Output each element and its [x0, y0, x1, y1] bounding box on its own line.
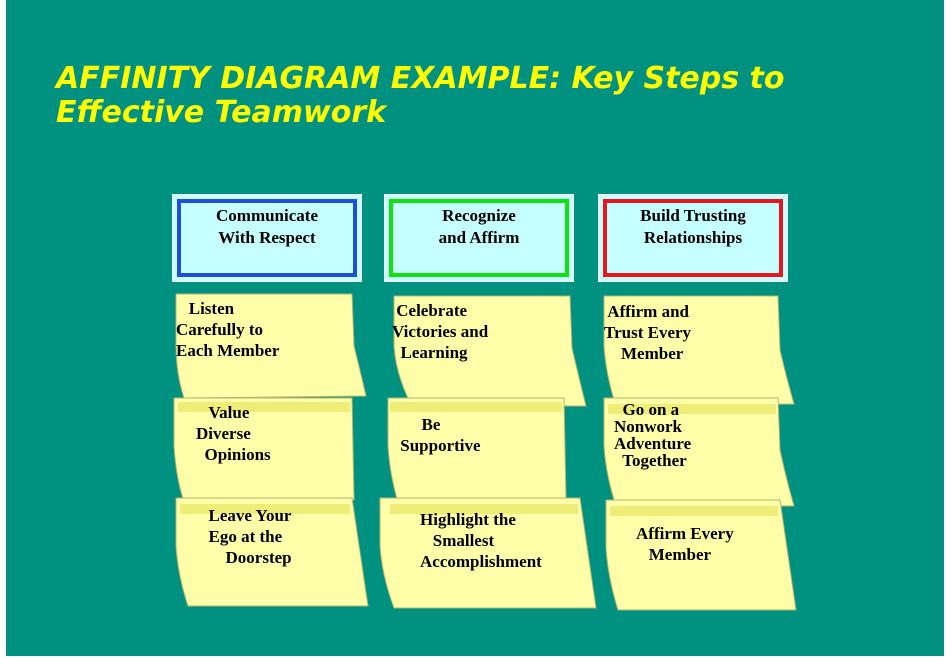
note-text: Be Supportive: [400, 415, 481, 455]
header-build-trusting-relationships: Build Trusting Relationships: [598, 194, 788, 282]
note-text: Leave Your Ego at the Doorstep: [208, 506, 292, 567]
header-border: [389, 199, 569, 277]
note-text: Listen Carefully to Each Member: [176, 299, 280, 360]
header-recognize-and-affirm: Recognize and Affirm: [384, 194, 574, 282]
note-text: Highlight the Smallest Accomplishment: [420, 510, 542, 571]
note-shape: [603, 295, 795, 407]
note-text: Value Diverse Opinions: [196, 403, 271, 464]
note-text: Celebrate Victories and Learning: [392, 301, 489, 362]
header-label: Recognize and Affirm: [438, 206, 520, 247]
header-border: [177, 199, 357, 277]
note-shape: [393, 295, 587, 407]
note-shape: [603, 397, 795, 507]
slide: AFFINITY DIAGRAM EXAMPLE: Key Steps to E…: [6, 0, 944, 656]
header-label: Communicate With Respect: [216, 206, 318, 247]
note-shape: [175, 293, 367, 399]
note-text: Affirm and Trust Every Member: [604, 302, 692, 363]
note-text: Go on a Nonwork Adventure Together: [614, 400, 692, 470]
note-text: Affirm Every Member: [636, 524, 734, 564]
header-communicate-with-respect: Communicate With Respect: [172, 194, 362, 282]
header-border: [603, 199, 783, 277]
note-shape: [605, 499, 797, 611]
note-shape: [379, 497, 597, 609]
header-label: Build Trusting Relationships: [640, 206, 746, 247]
diagram-title: AFFINITY DIAGRAM EXAMPLE: Key Steps to E…: [56, 61, 785, 130]
note-shape: [175, 497, 369, 607]
